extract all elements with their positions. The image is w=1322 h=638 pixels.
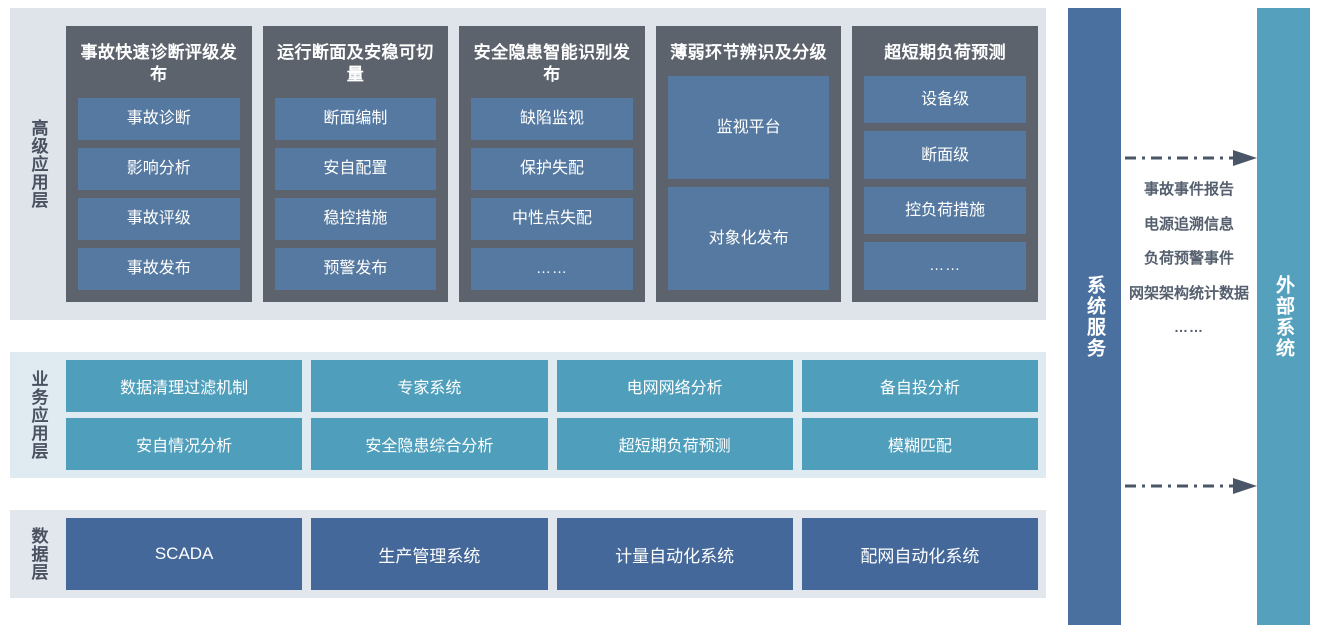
card-item[interactable]: 影响分析: [78, 147, 240, 190]
flow-label: 电源追溯信息: [1143, 215, 1234, 233]
data-tile-grid: SCADA 生产管理系统 计量自动化系统 配网自动化系统: [66, 518, 1038, 590]
layer-label-business: 业务应用层: [28, 370, 48, 460]
card-title: 安全隐患智能识别发布: [473, 43, 631, 84]
card-item-more[interactable]: ……: [864, 242, 1026, 290]
flow-label: 负荷预警事件: [1143, 250, 1234, 267]
card-item-list: 缺陷监视 保护失配 中性点失配 ……: [471, 97, 633, 290]
card-item[interactable]: 设备级: [864, 75, 1026, 124]
card-item[interactable]: 断面编制: [274, 97, 437, 140]
architecture-stack: 高级应用层 事故快速诊断评级发布 事故诊断 影响分析 事故评级 事故发布 运行断…: [10, 8, 1046, 630]
card-item[interactable]: 稳控措施: [274, 197, 437, 240]
flow-arrow-top-icon: [1125, 150, 1257, 166]
card-item[interactable]: 保护失配: [471, 147, 633, 190]
card-item[interactable]: 缺陷监视: [471, 97, 633, 140]
card-item[interactable]: 控负荷措施: [864, 186, 1026, 235]
card-weak-link[interactable]: 薄弱环节辨识及分级 监视平台 对象化发布: [655, 26, 842, 302]
side-panel: 系统服务 事故事件报告 电源追溯信息 负荷预警事件 网架架构统计数据 ……: [1060, 8, 1322, 630]
card-item-list: 设备级 断面级 控负荷措施 ……: [864, 75, 1026, 290]
card-item[interactable]: 断面级: [864, 131, 1026, 179]
card-item-more[interactable]: ……: [471, 247, 633, 290]
flow-arrow-bottom-icon: [1125, 478, 1257, 494]
business-tile[interactable]: 安自情况分析: [66, 418, 303, 470]
advanced-card-row: 事故快速诊断评级发布 事故诊断 影响分析 事故评级 事故发布 运行断面及安稳可切…: [66, 26, 1038, 302]
flow-label-more: ……: [1174, 319, 1204, 335]
data-tile[interactable]: 配网自动化系统: [801, 518, 1038, 590]
business-tile[interactable]: 专家系统: [311, 360, 548, 412]
layer-data: 数据层 SCADA 生产管理系统 计量自动化系统 配网自动化系统: [10, 510, 1046, 598]
card-item[interactable]: 监视平台: [667, 75, 830, 179]
layer-advanced-application: 高级应用层 事故快速诊断评级发布 事故诊断 影响分析 事故评级 事故发布 运行断…: [10, 8, 1046, 320]
layer-label-data: 数据层: [28, 527, 48, 581]
business-tile[interactable]: 电网网络分析: [556, 360, 793, 412]
card-title: 运行断面及安稳可切量: [277, 43, 434, 84]
card-title: 超短期负荷预测: [884, 43, 1007, 62]
business-tile-grid: 数据清理过滤机制 专家系统 电网网络分析 备自投分析 安自情况分析 安全隐患综合…: [66, 360, 1038, 470]
business-tile[interactable]: 模糊匹配: [801, 418, 1038, 470]
card-title: 薄弱环节辨识及分级: [670, 43, 827, 62]
card-item[interactable]: 事故发布: [78, 247, 240, 290]
flow-area: 事故事件报告 电源追溯信息 负荷预警事件 网架架构统计数据 ……: [1121, 8, 1257, 625]
data-tile[interactable]: 计量自动化系统: [556, 518, 793, 590]
flow-label: 网架架构统计数据: [1128, 284, 1249, 302]
card-item[interactable]: 中性点失配: [471, 197, 633, 240]
card-title: 事故快速诊断评级发布: [80, 43, 238, 84]
external-system-column[interactable]: 外部系统: [1257, 8, 1310, 625]
card-item[interactable]: 安自配置: [274, 147, 437, 190]
card-item[interactable]: 预警发布: [274, 247, 437, 290]
card-item-list: 事故诊断 影响分析 事故评级 事故发布: [78, 97, 240, 290]
business-tile[interactable]: 安全隐患综合分析: [311, 418, 548, 470]
card-safety-hazard[interactable]: 安全隐患智能识别发布 缺陷监视 保护失配 中性点失配 ……: [459, 26, 645, 302]
flow-label: 事故事件报告: [1143, 181, 1234, 198]
card-load-forecast[interactable]: 超短期负荷预测 设备级 断面级 控负荷措施 ……: [852, 26, 1038, 302]
card-item-list: 监视平台 对象化发布: [667, 75, 830, 290]
card-item[interactable]: 事故诊断: [78, 97, 240, 140]
card-item[interactable]: 事故评级: [78, 197, 240, 240]
data-tile[interactable]: SCADA: [66, 518, 303, 590]
system-service-column[interactable]: 系统服务: [1068, 8, 1121, 625]
business-tile[interactable]: 数据清理过滤机制: [66, 360, 303, 412]
data-tile[interactable]: 生产管理系统: [311, 518, 548, 590]
card-item-list: 断面编制 安自配置 稳控措施 预警发布: [274, 97, 437, 290]
layer-label-advanced: 高级应用层: [28, 119, 48, 209]
business-tile[interactable]: 超短期负荷预测: [556, 418, 793, 470]
layer-business-application: 业务应用层 数据清理过滤机制 专家系统 电网网络分析 备自投分析 安自情况分析 …: [10, 352, 1046, 478]
flow-label-list: 事故事件报告 电源追溯信息 负荷预警事件 网架架构统计数据 ……: [1121, 180, 1257, 336]
card-accident-diagnosis[interactable]: 事故快速诊断评级发布 事故诊断 影响分析 事故评级 事故发布: [66, 26, 252, 302]
card-operating-section[interactable]: 运行断面及安稳可切量 断面编制 安自配置 稳控措施 预警发布: [262, 26, 449, 302]
card-item[interactable]: 对象化发布: [667, 186, 830, 290]
business-tile[interactable]: 备自投分析: [801, 360, 1038, 412]
